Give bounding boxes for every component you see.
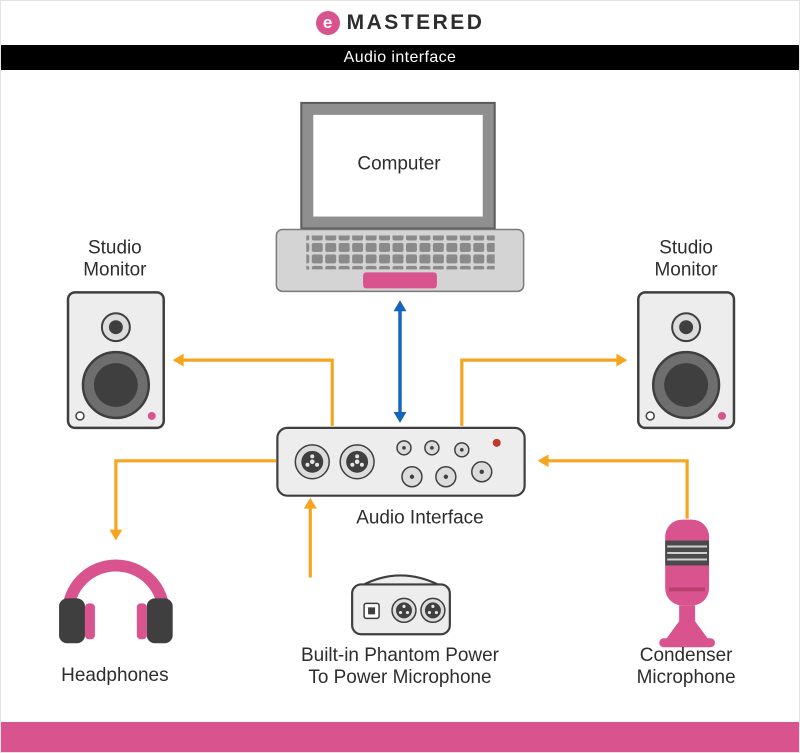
- mic-stem: [679, 605, 696, 623]
- audio-interface-illustration: Audio Interface: [276, 426, 526, 529]
- ear-pad-right: [136, 603, 147, 640]
- speaker-icon: [637, 291, 736, 430]
- speaker-icon: [66, 291, 165, 430]
- monitor-knob-2: [435, 466, 457, 488]
- studio-monitor-left: Studio Monitor: [66, 237, 165, 430]
- laptop-keyboard: [306, 235, 495, 270]
- edge-computer-audio-interface: [393, 300, 407, 423]
- mic-stand: [665, 621, 710, 641]
- brand-e-icon: e: [315, 11, 340, 35]
- ear-pad-left: [84, 603, 95, 640]
- xlr-input-2: [339, 444, 375, 480]
- headphones-illustration: Headphones: [59, 559, 173, 686]
- gain-knob-2: [424, 440, 440, 456]
- footer-bar: [1, 722, 799, 752]
- edge-interface-monitor-right: [460, 353, 628, 426]
- computer-illustration: Computer: [275, 101, 525, 293]
- laptop-trackpad: [363, 272, 437, 289]
- microphone-label-line2: Microphone: [637, 667, 736, 688]
- studio-monitor-right-label-line1: Studio: [659, 237, 713, 258]
- studio-monitor-right: Studio Monitor: [637, 237, 736, 430]
- studio-monitor-left-label-line2: Monitor: [83, 259, 146, 280]
- laptop-screen: [313, 114, 483, 217]
- power-led: [492, 438, 501, 447]
- computer-label: Computer: [357, 154, 440, 175]
- xlr-output-1: [391, 597, 417, 624]
- monitor-knob-3: [471, 461, 493, 483]
- condenser-microphone-illustration: Condenser Microphone: [637, 519, 736, 688]
- edge-microphone-interface: [537, 454, 689, 519]
- audio-interface-diagram: Computer Studio Monitor Studio Monitor: [59, 101, 736, 688]
- mic-base: [659, 638, 716, 648]
- edge-interface-monitor-left: [172, 353, 334, 426]
- gain-knob-3: [454, 442, 470, 458]
- headphones-label: Headphones: [61, 665, 168, 686]
- phantom-label-line1: Built-in Phantom Power: [301, 645, 499, 666]
- gain-knob-1: [396, 440, 412, 456]
- phantom-power-illustration: Built-in Phantom Power To Power Micropho…: [301, 574, 499, 688]
- xlr-input-1: [294, 444, 330, 480]
- xlr-output-2: [420, 597, 446, 624]
- microphone-label-line1: Condenser: [640, 645, 733, 666]
- edge-phantom-interface: [303, 497, 317, 578]
- title-bar-text: Audio interface: [343, 48, 457, 66]
- ear-cup-left: [59, 598, 85, 644]
- audio-interface-label: Audio Interface: [356, 508, 483, 529]
- phantom-label-line2: To Power Microphone: [308, 667, 491, 688]
- monitor-knob-1: [401, 466, 423, 488]
- brand-logo: e MASTERED: [315, 11, 485, 35]
- headband: [62, 559, 170, 614]
- title-bar: Audio interface: [1, 45, 799, 70]
- brand-name: MASTERED: [346, 11, 485, 34]
- studio-monitor-right-label-line2: Monitor: [655, 259, 718, 280]
- ear-cup-right: [146, 598, 173, 644]
- studio-monitor-left-label-line1: Studio: [88, 237, 142, 258]
- edge-interface-headphones: [109, 459, 277, 541]
- header: e MASTERED: [1, 1, 799, 45]
